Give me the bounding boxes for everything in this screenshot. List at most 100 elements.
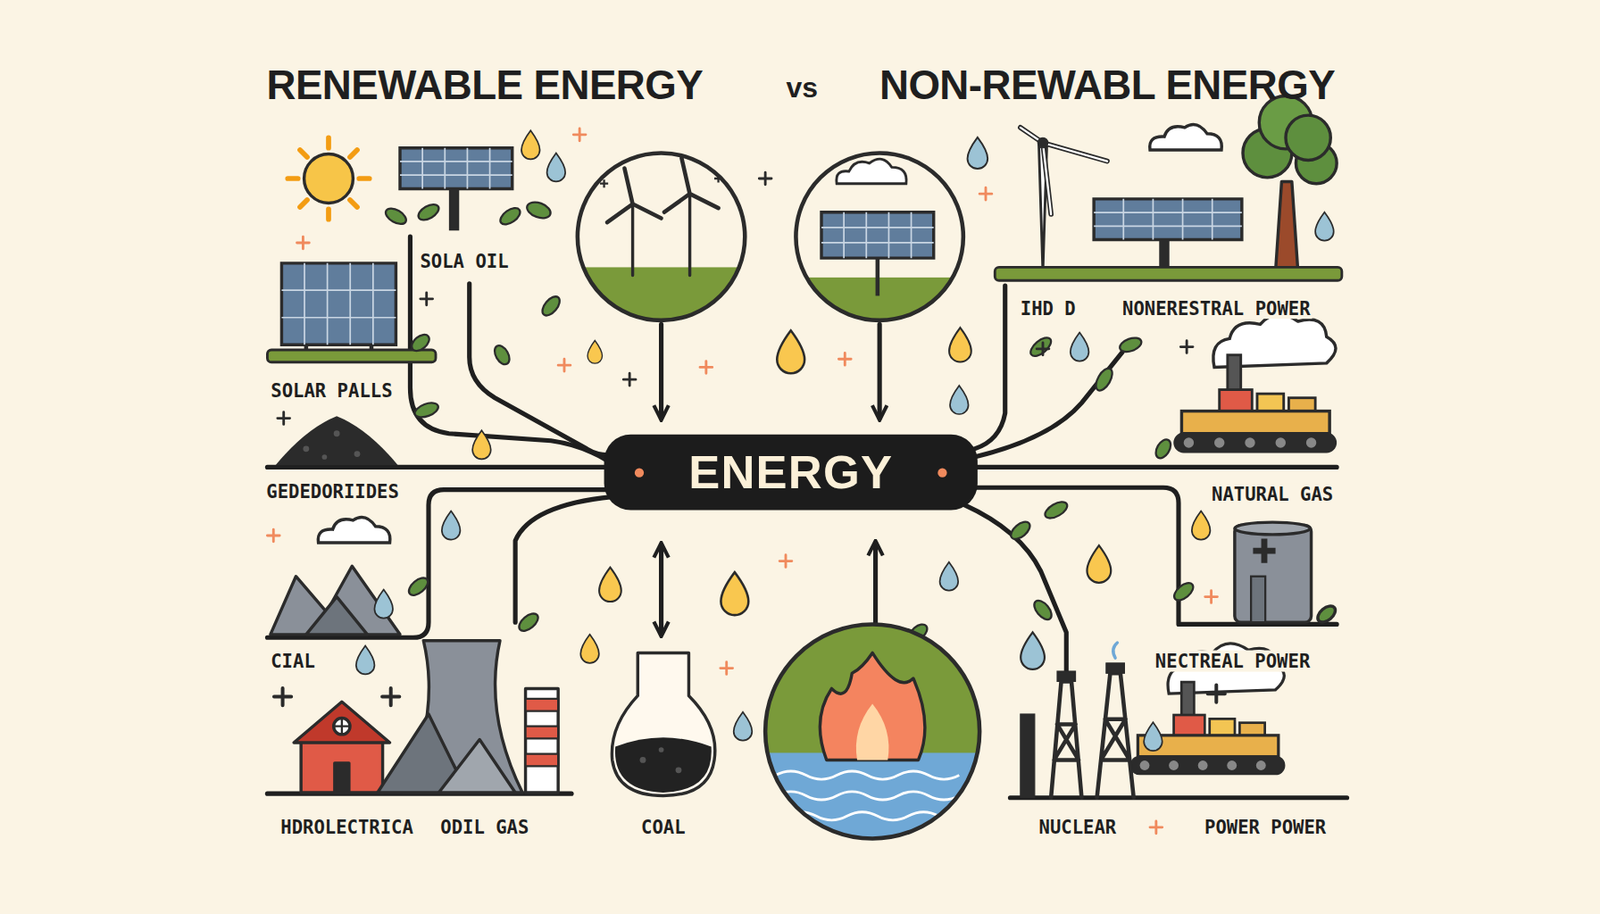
source-label: NATURAL GAS (1209, 483, 1336, 505)
sparkles (274, 688, 292, 706)
grass-strip (994, 266, 1342, 281)
gas-tank (1234, 522, 1339, 625)
solar-panel-icon (1093, 199, 1242, 241)
coal-flask (640, 757, 647, 764)
cooling-tower (525, 688, 559, 793)
vine-leaves (497, 204, 523, 228)
diagram-title: RENEWABLE ENERGY (266, 62, 704, 109)
hub-title: ENERGY (688, 444, 893, 500)
coal-pile (302, 445, 309, 452)
source-label: NUCLEAR (1036, 816, 1118, 839)
droplets (1191, 511, 1211, 541)
flow-arrows (877, 324, 883, 418)
sparkles (573, 128, 586, 142)
solar-panel-icon (449, 190, 459, 232)
cooling-tower (525, 699, 559, 712)
droplets (580, 634, 600, 664)
coal-flask (615, 737, 712, 793)
vine-leaves (516, 610, 542, 635)
wind-circle (571, 152, 756, 349)
oil-derrick (1050, 681, 1082, 798)
mountain-icon (306, 597, 368, 635)
solar-panel-icon (266, 350, 436, 363)
droplets (950, 385, 969, 415)
solar-panel-icon (400, 148, 513, 190)
vine-leaves (383, 205, 409, 227)
droplets (733, 712, 753, 742)
vine-leaves (1042, 499, 1071, 523)
house-icon (300, 740, 383, 793)
house-icon (333, 718, 350, 735)
coal-flask (611, 652, 715, 796)
vine-leaves (525, 199, 553, 221)
wind-circle (577, 152, 745, 320)
solar-circle (795, 152, 963, 320)
droplets (441, 511, 461, 541)
sparkles (558, 358, 571, 372)
connecting-lines (974, 351, 1123, 458)
sparkles (979, 187, 992, 200)
oil-derrick (1106, 663, 1125, 674)
solar-circle (836, 158, 907, 184)
vine-leaves (1031, 597, 1056, 623)
mountain-icon (270, 566, 400, 635)
wind-circle (607, 168, 662, 224)
solar-circle (821, 212, 934, 259)
sparkles (623, 373, 636, 386)
solar-circle (795, 152, 963, 320)
droplets (720, 572, 749, 616)
tree-icon (1242, 95, 1337, 272)
title-separator: vs (785, 71, 818, 105)
coal-pile (333, 430, 341, 437)
gas-tank (1315, 602, 1339, 625)
solar-panel-icon (281, 263, 396, 345)
connecting-lines (266, 490, 609, 639)
vine-leaves (1027, 334, 1055, 360)
gas-tank (1250, 576, 1266, 623)
house-icon (293, 701, 390, 793)
sparkles (1205, 591, 1218, 604)
cooling-tower (377, 641, 559, 793)
title-part: NON-REWABL ENERGY (879, 62, 1335, 109)
vine-leaves (1008, 518, 1034, 543)
droplets (776, 330, 805, 374)
oil-derrick (1057, 671, 1076, 682)
sparkles (1208, 685, 1225, 703)
droplets (940, 562, 959, 592)
flow-arrows (658, 544, 664, 635)
source-label: ODIL GAS (438, 816, 532, 839)
vine-leaves (491, 342, 513, 367)
droplets (521, 130, 541, 159)
sparkles (1180, 341, 1193, 354)
oil-derrick (1097, 673, 1134, 798)
source-label: NONERESTRAL POWER (1120, 297, 1313, 319)
connecting-lines (1009, 795, 1347, 800)
droplets (374, 590, 393, 619)
sparkles (720, 662, 734, 675)
sun-icon (287, 137, 369, 219)
sparkles (297, 236, 310, 250)
sparkles (1150, 821, 1163, 834)
droplets (547, 152, 567, 182)
vine-leaves (412, 400, 440, 420)
cooling-tower (525, 726, 559, 740)
fire-water-circle (755, 612, 991, 856)
solar-circle (791, 152, 975, 359)
vine-leaves (1092, 366, 1117, 394)
oil-derrick (1113, 642, 1118, 659)
sparkles (838, 352, 851, 366)
droplets (1086, 545, 1111, 584)
connecting-lines (266, 465, 609, 470)
flow-arrows (873, 542, 878, 625)
cloud-icon (317, 517, 391, 543)
connecting-lines (964, 505, 1067, 675)
coal-flask (675, 766, 683, 774)
source-label: IHD D (1017, 297, 1078, 319)
connecting-lines (469, 283, 609, 456)
vine-leaves (416, 200, 442, 223)
fire-water-circle (755, 612, 991, 856)
sparkles (382, 688, 400, 706)
coal-pile (275, 416, 399, 466)
coal-pile (354, 450, 361, 458)
